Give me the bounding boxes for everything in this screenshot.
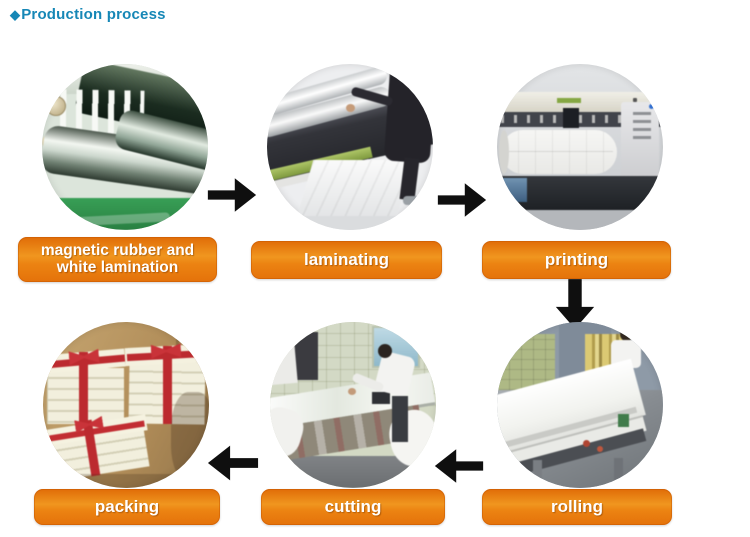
arrow-right-icon <box>206 170 258 220</box>
photo-detail-shape <box>497 210 663 230</box>
photo-scene <box>42 64 208 230</box>
step-label-printing: printing <box>482 241 671 279</box>
page-title: ◆Production process <box>10 6 166 23</box>
photo-detail-shape <box>649 104 654 109</box>
step-label-packing: packing <box>34 489 220 525</box>
photo-detail-shape <box>270 340 298 386</box>
photo-detail-shape <box>46 96 66 116</box>
diamond-bullet-icon: ◆ <box>10 7 21 22</box>
photo-detail-shape <box>501 178 527 202</box>
photo-detail-shape <box>633 112 651 142</box>
photo-detail-shape <box>614 458 623 488</box>
photo-detail-shape <box>383 64 433 164</box>
photo-detail-shape <box>163 346 172 424</box>
magnetic-rubber-rolls-photo <box>42 64 208 230</box>
photo-detail-shape <box>42 198 208 230</box>
photo-detail-shape <box>267 216 433 230</box>
photo-detail-shape <box>557 98 581 103</box>
photo-scene <box>43 322 209 488</box>
photo-detail-shape <box>633 98 637 102</box>
photo-detail-shape <box>403 196 427 205</box>
photo-detail-shape <box>505 151 613 152</box>
photo-detail-shape <box>372 392 390 404</box>
photo-detail-shape <box>563 108 579 128</box>
photo-scene <box>267 64 433 230</box>
photo-scene <box>497 322 663 488</box>
photo-detail-shape <box>618 414 629 427</box>
photo-scene <box>497 64 663 230</box>
photo-detail-shape <box>501 130 617 174</box>
photo-scene <box>270 322 436 488</box>
arrow-down-icon <box>552 277 598 331</box>
laminating-machine-photo <box>267 64 433 230</box>
photo-detail-shape <box>43 474 209 488</box>
photo-detail-shape <box>533 460 542 486</box>
step-label-laminating: laminating <box>251 241 442 279</box>
step-label-cutting: cutting <box>261 489 445 525</box>
arrow-left-icon <box>433 441 485 491</box>
photo-detail-shape <box>597 446 603 452</box>
printing-machine-photo <box>497 64 663 230</box>
step-label-magnetic-rubber: magnetic rubber and white lamination <box>18 237 217 282</box>
photo-detail-shape <box>346 104 355 112</box>
page-title-text: Production process <box>21 6 166 23</box>
photo-detail-shape <box>620 328 633 341</box>
photo-detail-shape <box>499 130 509 174</box>
photo-detail-shape <box>392 396 408 442</box>
step-label-rolling: rolling <box>482 489 672 525</box>
rolling-machine-photo <box>497 322 663 488</box>
photo-detail-shape <box>348 388 356 395</box>
packed-boxes-photo <box>43 322 209 488</box>
photo-detail-shape <box>79 352 88 424</box>
photo-detail-shape <box>378 344 392 358</box>
cutting-table-photo <box>270 322 436 488</box>
arrow-left-icon <box>206 438 260 488</box>
arrow-right-icon <box>436 175 488 225</box>
photo-detail-shape <box>171 392 209 482</box>
photo-detail-shape <box>583 440 590 447</box>
